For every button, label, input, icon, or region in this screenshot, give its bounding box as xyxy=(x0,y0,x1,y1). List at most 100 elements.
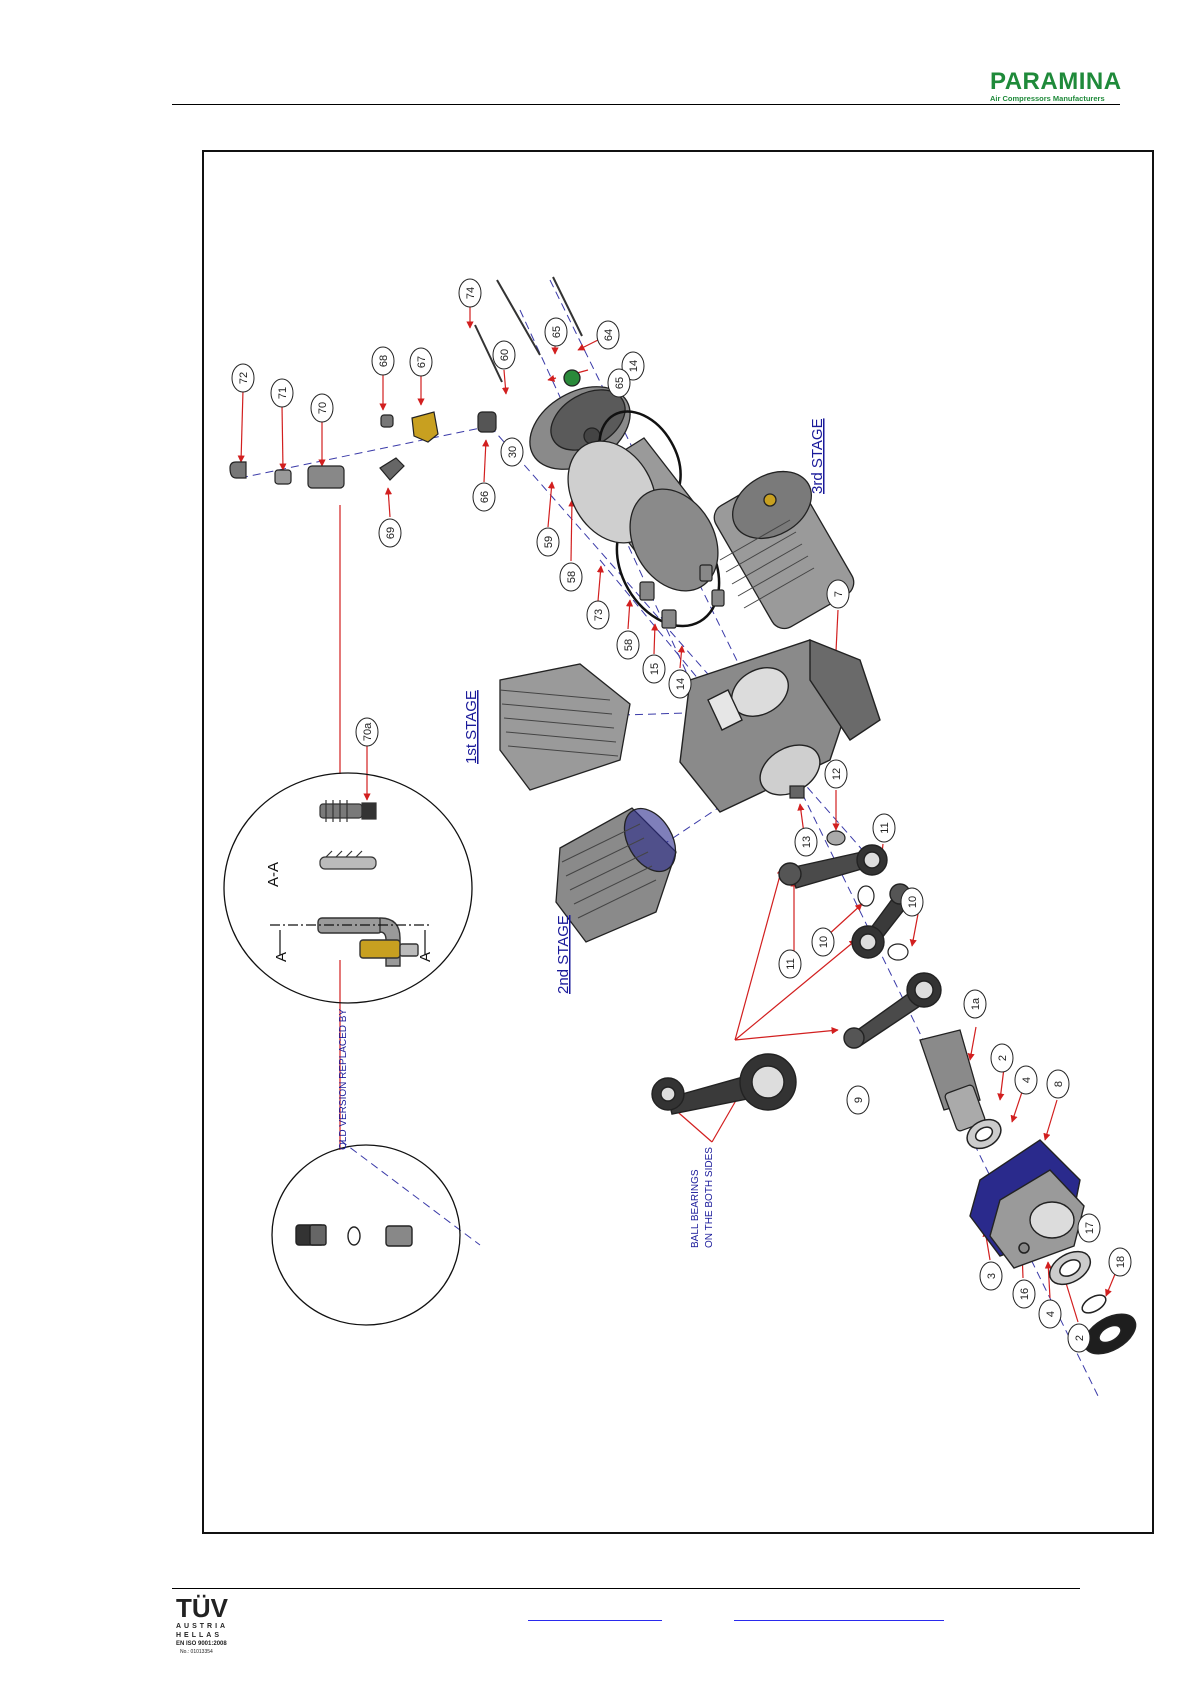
stage-label-2nd: 2nd STAGE xyxy=(555,915,572,994)
callout-10: 10 xyxy=(812,928,834,956)
callout-label: 12 xyxy=(831,768,843,780)
callout-4: 4 xyxy=(1015,1066,1037,1094)
note-ball-bearings-line1: BALL BEARINGS xyxy=(690,1169,701,1248)
callout-60: 60 xyxy=(493,341,515,369)
callout-label: 71 xyxy=(277,387,289,399)
callout-label: 4 xyxy=(1045,1311,1057,1317)
callout-label: 74 xyxy=(465,287,477,299)
callout-label: 17 xyxy=(1084,1222,1096,1234)
callout-30: 30 xyxy=(501,438,523,466)
footer-rule xyxy=(172,1588,1080,1589)
callout-label: 64 xyxy=(603,329,615,341)
callout-70a: 70a xyxy=(356,718,378,746)
callout-67: 67 xyxy=(410,348,432,376)
callout-70: 70 xyxy=(311,394,333,422)
callout-74: 74 xyxy=(459,279,481,307)
callout-label: 58 xyxy=(566,571,578,583)
note-old-version: OLD VERSION REPLACED BY xyxy=(338,1009,349,1150)
callout-label: 13 xyxy=(801,836,813,848)
tuv-iso-standard: EN ISO 9001:2008 xyxy=(176,1640,256,1648)
callout-66: 66 xyxy=(473,483,495,511)
callout-14: 14 xyxy=(669,670,691,698)
callout-label: 73 xyxy=(593,609,605,621)
detail-old-version xyxy=(296,1225,412,1246)
callout-68: 68 xyxy=(372,347,394,375)
callout-11: 11 xyxy=(779,950,801,978)
callout-label: 9 xyxy=(853,1097,865,1103)
callout-label: 70 xyxy=(317,402,329,414)
detail-new-version: A-A A A xyxy=(265,800,434,966)
callout-72: 72 xyxy=(232,364,254,392)
second-stage-cylinder xyxy=(556,800,686,942)
tuv-austria: AUSTRIA xyxy=(176,1622,256,1631)
callout-17: 17 xyxy=(1078,1214,1100,1242)
footer-link-right[interactable] xyxy=(734,1620,944,1621)
callout-label: 18 xyxy=(1115,1256,1127,1268)
callout-1a: 1a xyxy=(964,990,986,1018)
footer-link-left[interactable] xyxy=(528,1620,662,1621)
callout-label: 2 xyxy=(1074,1335,1086,1341)
callout-label: 67 xyxy=(416,356,428,368)
callout-label: 59 xyxy=(543,536,555,548)
crankcase xyxy=(680,640,880,812)
callout-15: 15 xyxy=(643,655,665,683)
callout-69: 69 xyxy=(379,519,401,547)
note-ball-bearings-line2: ON THE BOTH SIDES xyxy=(704,1147,715,1248)
callout-65: 65 xyxy=(545,318,567,346)
callout-16: 16 xyxy=(1013,1280,1035,1308)
callout-label: 14 xyxy=(675,678,687,690)
callout-3: 3 xyxy=(980,1262,1002,1290)
callout-65: 65 xyxy=(608,369,630,397)
callout-label: 1a xyxy=(970,997,982,1010)
callout-label: 10 xyxy=(907,896,919,908)
callout-label: 11 xyxy=(785,958,797,969)
callout-8: 8 xyxy=(1047,1070,1069,1098)
callout-2: 2 xyxy=(991,1044,1013,1072)
callout-2: 2 xyxy=(1068,1324,1090,1352)
callout-label: 8 xyxy=(1053,1081,1065,1087)
stage-label-3rd: 3rd STAGE xyxy=(809,418,826,494)
callout-label: 69 xyxy=(385,527,397,539)
callout-label: 30 xyxy=(507,446,519,458)
callout-58: 58 xyxy=(560,563,582,591)
callout-label: 66 xyxy=(479,491,491,503)
callout-4: 4 xyxy=(1039,1300,1061,1328)
callout-label: 65 xyxy=(551,326,563,338)
callout-label: 10 xyxy=(818,936,830,948)
callout-label: 60 xyxy=(499,349,511,361)
callout-64: 64 xyxy=(597,321,619,349)
callout-label: 65 xyxy=(614,377,626,389)
connecting-rods xyxy=(652,845,941,1114)
callout-label: 14 xyxy=(628,360,640,372)
section-label-a-left: A xyxy=(273,952,290,962)
tuv-certificate-number: No.: 01013354 xyxy=(176,1648,256,1656)
callout-9: 9 xyxy=(847,1086,869,1114)
callout-label: 58 xyxy=(623,639,635,651)
tuv-mark-text: TÜV xyxy=(176,1594,256,1622)
callout-label: 68 xyxy=(378,355,390,367)
tuv-hellas: HELLAS xyxy=(176,1631,256,1640)
tuv-certification-mark: TÜV AUSTRIA HELLAS EN ISO 9001:2008 No.:… xyxy=(176,1594,256,1656)
callout-label: 15 xyxy=(649,663,661,675)
callout-71: 71 xyxy=(271,379,293,407)
callout-label: 11 xyxy=(879,822,891,833)
stage-label-1st: 1st STAGE xyxy=(463,690,480,764)
callout-label: 16 xyxy=(1019,1288,1031,1300)
callout-label: 2 xyxy=(997,1055,1009,1061)
callout-13: 13 xyxy=(795,828,817,856)
first-stage-cylinder xyxy=(500,664,630,790)
crankshaft xyxy=(920,1030,986,1132)
callout-11: 11 xyxy=(873,814,895,842)
callout-73: 73 xyxy=(587,601,609,629)
callout-10: 10 xyxy=(901,888,923,916)
callout-7: 7 xyxy=(827,580,849,608)
section-label-a-right: A xyxy=(417,952,434,962)
callout-label: 72 xyxy=(238,372,250,384)
callout-label: 70a xyxy=(362,722,374,741)
callout-12: 12 xyxy=(825,760,847,788)
callout-58: 58 xyxy=(617,631,639,659)
callout-18: 18 xyxy=(1109,1248,1131,1276)
callout-59: 59 xyxy=(537,528,559,556)
section-label-aa: A-A xyxy=(265,862,282,887)
